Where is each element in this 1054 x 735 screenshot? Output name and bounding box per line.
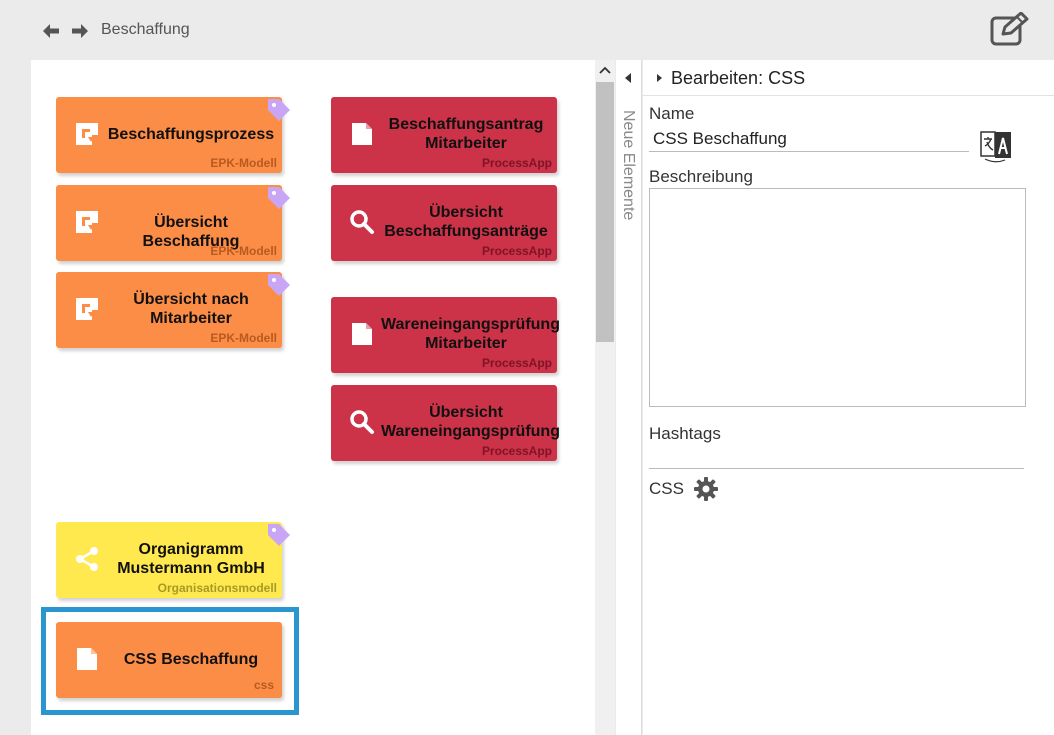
card-uebersicht-wareneingangspruefung[interactable]: Übersicht Wareneingangsprüfung ProcessAp… (331, 385, 560, 461)
card-title: Übersicht Beschaffung (142, 214, 240, 250)
card-type: EPK-Modell (210, 331, 277, 345)
card-title: Organigramm Mustermann GmbH (117, 541, 265, 577)
card-title: Übersicht nach Mitarbeiter (133, 291, 249, 327)
card-type: EPK-Modell (210, 244, 277, 258)
arrow-left-icon[interactable] (40, 20, 62, 42)
card-uebersicht-beschaffungsantraege[interactable]: Übersicht Beschaffungsanträge ProcessApp (331, 185, 557, 261)
card-title: Übersicht Wareneingangsprüfung (381, 404, 560, 440)
card-uebersicht-nach-mitarbeiter[interactable]: Übersicht nach Mitarbeiter EPK-Modell (56, 272, 282, 348)
name-label: Name (649, 104, 695, 123)
card-beschaffungsantrag-mitarbeiter[interactable]: Beschaffungsantrag Mitarbeiter ProcessAp… (331, 97, 557, 173)
tag-icon (266, 185, 292, 211)
tag-icon (266, 522, 292, 548)
expand-arrow-icon (657, 74, 662, 82)
top-bar: Beschaffung (0, 0, 1054, 60)
card-title: Wareneingangsprüfung Mitarbeiter (381, 316, 560, 352)
card-type: Organisationsmodell (157, 581, 277, 595)
scroll-up-icon[interactable] (595, 60, 615, 80)
card-type: EPK-Modell (210, 156, 277, 170)
card-organigramm-mustermann[interactable]: Organigramm Mustermann GmbH Organisation… (56, 522, 282, 598)
card-wareneingangspruefung-mitarbeiter[interactable]: Wareneingangsprüfung Mitarbeiter Process… (331, 297, 560, 373)
breadcrumb[interactable]: Beschaffung (101, 21, 190, 38)
card-beschaffungsprozess[interactable]: Beschaffungsprozess EPK-Modell (56, 97, 282, 173)
tag-icon (266, 272, 292, 298)
css-label: CSS (649, 479, 684, 498)
card-uebersicht-beschaffung[interactable]: Übersicht Beschaffung EPK-Modell (56, 185, 282, 261)
translate-icon[interactable] (979, 126, 1013, 164)
search-icon (347, 407, 377, 437)
collapse-arrow-icon[interactable] (625, 73, 631, 83)
epk-icon (72, 294, 102, 324)
description-field[interactable] (649, 188, 1026, 407)
properties-header[interactable]: Bearbeiten: CSS (643, 60, 1054, 96)
document-icon (72, 644, 102, 674)
scroll-thumb[interactable] (596, 82, 614, 342)
gear-icon[interactable] (693, 476, 719, 502)
edit-icon[interactable] (989, 11, 1029, 48)
card-type: css (253, 678, 274, 692)
card-type: ProcessApp (481, 156, 552, 170)
document-icon (347, 119, 377, 149)
new-elements-strip: Neue Elemente (616, 60, 642, 735)
epk-icon (72, 207, 102, 237)
hashtags-field[interactable] (649, 468, 1024, 469)
card-title: CSS Beschaffung (123, 651, 259, 668)
properties-panel: Bearbeiten: CSS Name Beschreibung Hashta… (643, 60, 1054, 735)
card-title: Übersicht Beschaffungsanträge (384, 204, 548, 240)
card-title: Beschaffungsantrag Mitarbeiter (388, 116, 544, 152)
card-type: ProcessApp (481, 356, 552, 370)
card-css-beschaffung[interactable]: CSS Beschaffung css (56, 622, 282, 698)
canvas-scrollbar[interactable] (595, 60, 615, 735)
card-type: ProcessApp (481, 244, 552, 258)
selection-frame (41, 607, 299, 715)
search-icon (347, 207, 377, 237)
properties-title: Bearbeiten: CSS (671, 68, 806, 88)
hashtags-label: Hashtags (649, 424, 721, 443)
document-icon (347, 319, 377, 349)
card-type: ProcessApp (481, 444, 552, 458)
name-field[interactable] (649, 126, 969, 152)
epk-icon (72, 119, 102, 149)
share-icon (72, 544, 102, 574)
card-title: Beschaffungsprozess (107, 126, 275, 143)
tag-icon (266, 97, 292, 123)
arrow-right-icon[interactable] (69, 20, 91, 42)
description-label: Beschreibung (649, 167, 753, 186)
new-elements-label[interactable]: Neue Elemente (620, 110, 637, 221)
